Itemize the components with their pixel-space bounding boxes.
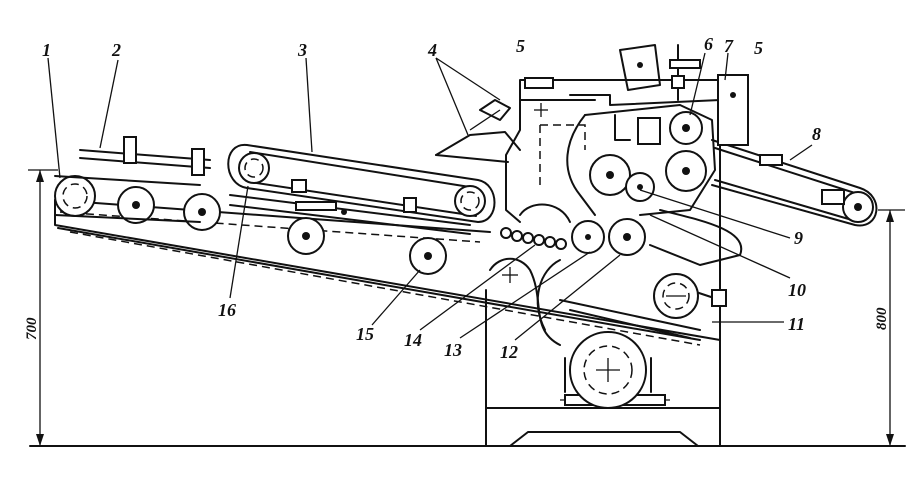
- callout-8: 8: [812, 124, 821, 144]
- leader-lines: [47, 52, 813, 341]
- hopper: [435, 99, 521, 163]
- roller-assembly: [566, 44, 743, 266]
- callout-11: 11: [788, 314, 805, 334]
- upper-conveyor: [227, 143, 496, 223]
- callout-6: 6: [704, 34, 713, 54]
- callout-13: 13: [444, 340, 462, 360]
- callout-3: 3: [297, 40, 307, 60]
- callout-9: 9: [794, 228, 803, 248]
- callout-4: 4: [427, 40, 437, 60]
- callout-15: 15: [356, 324, 374, 344]
- callout-7: 7: [724, 36, 734, 56]
- dimension-right-label: 800: [874, 307, 890, 330]
- adjuster-screw: [669, 44, 701, 101]
- dimension-right: 800: [874, 209, 905, 446]
- callout-14: 14: [404, 330, 422, 350]
- callout-5-left: 5: [516, 36, 525, 56]
- feed-conveyor: [54, 136, 211, 223]
- dimension-left: 700: [24, 169, 58, 446]
- callout-10: 10: [788, 280, 806, 300]
- callout-1: 1: [42, 40, 51, 60]
- dimension-left-label: 700: [24, 317, 40, 340]
- motor: [536, 259, 652, 409]
- output-conveyor: [711, 74, 878, 227]
- callout-12: 12: [500, 342, 518, 362]
- callout-5-right: 5: [754, 38, 763, 58]
- guide-rail: [229, 194, 471, 235]
- callout-labels: 1 2 3 4 5 6 7 5 8 9 10 11 12 13 14 15 16: [42, 34, 821, 362]
- callout-16: 16: [218, 300, 236, 320]
- callout-2: 2: [111, 40, 121, 60]
- dough-pieces: [500, 203, 571, 250]
- tilt-block: [489, 257, 727, 346]
- lower-rollers: [54, 175, 699, 319]
